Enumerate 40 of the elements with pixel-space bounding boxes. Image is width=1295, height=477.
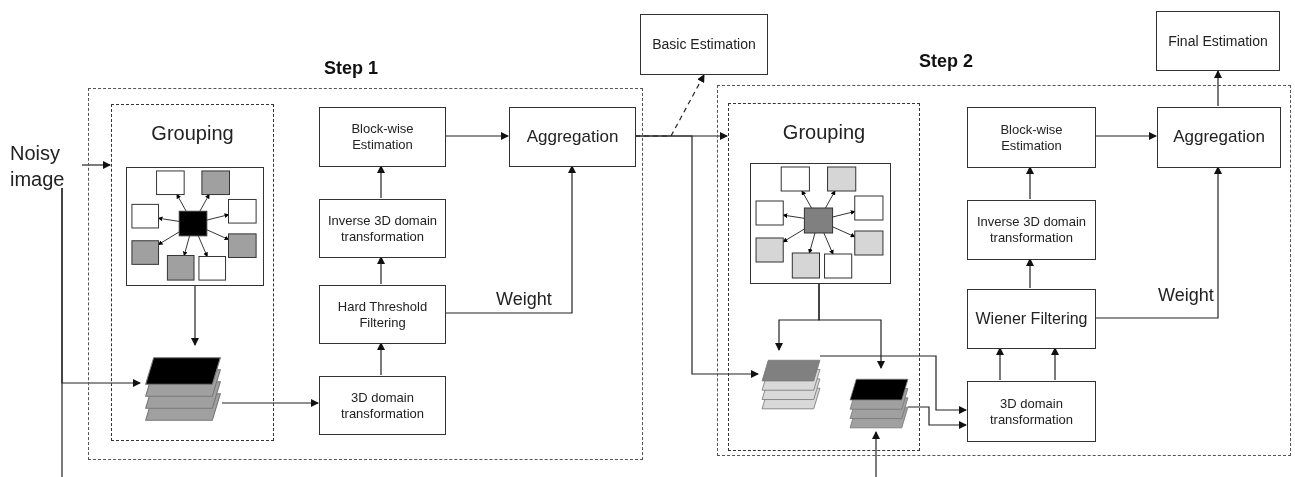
grouping-heading: Grouping [151, 121, 234, 145]
arrow [1026, 166, 1034, 200]
arrow [1214, 70, 1222, 107]
process-box: Aggregation [1157, 107, 1281, 168]
block-matching-drawing [750, 163, 891, 284]
process-box: Hard Threshold Filtering [319, 285, 446, 344]
step-heading: Step 2 [919, 50, 974, 72]
arrow [221, 399, 319, 407]
connector-line [61, 187, 63, 477]
arrow [872, 431, 880, 477]
grouping-heading: Grouping [782, 120, 866, 144]
process-box: 3D domain transformation [319, 376, 446, 435]
process-box: Basic Estimation [640, 14, 768, 75]
process-box: Inverse 3D domain transformation [319, 199, 446, 258]
input-label: Noisy image [10, 141, 66, 192]
arrow [81, 161, 111, 169]
step-heading: Step 1 [324, 57, 379, 79]
arrow [1094, 166, 1222, 319]
arrow [907, 406, 967, 429]
arrow [819, 355, 967, 414]
arrow [444, 165, 576, 314]
process-box: Inverse 3D domain transformation [967, 200, 1096, 260]
arrow [444, 132, 509, 140]
arrow [1094, 132, 1157, 140]
process-box: Block-wise Estimation [967, 107, 1096, 168]
arrow [996, 347, 1004, 381]
process-box: Block-wise Estimation [319, 107, 446, 167]
arrow [634, 135, 759, 378]
process-box: Final Estimation [1156, 11, 1280, 71]
arrow [377, 165, 385, 199]
process-box: 3D domain transformation [967, 381, 1096, 442]
process-box: Wiener Filtering [967, 289, 1096, 349]
arrow [1026, 258, 1034, 289]
arrow [377, 256, 385, 285]
grouping-frame [728, 103, 920, 451]
grouping-frame [111, 104, 274, 441]
process-box: Aggregation [509, 107, 636, 167]
arrow [1051, 347, 1059, 381]
arrow [377, 342, 385, 376]
block-matching-drawing [126, 167, 264, 286]
